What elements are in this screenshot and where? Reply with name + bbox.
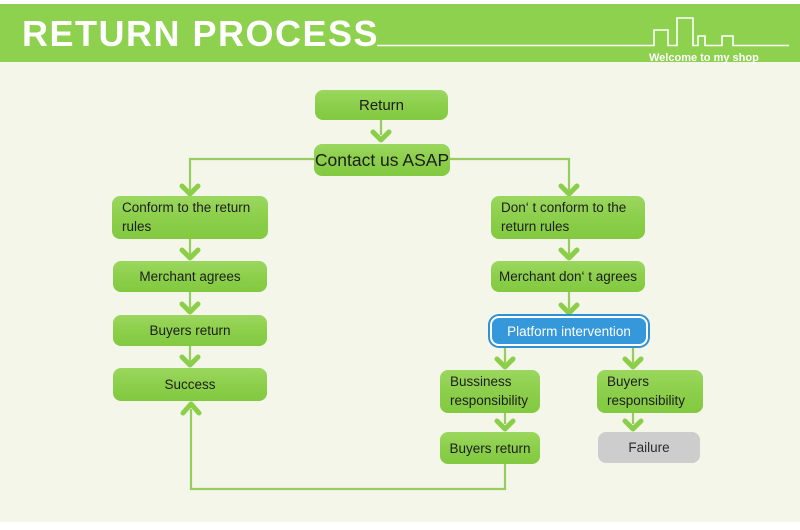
node-return[interactable]: Return: [315, 90, 448, 120]
node-dont-conform-rules[interactable]: Don‘ t conform to the return rules: [491, 196, 645, 239]
arrowhead-icon: [179, 183, 201, 197]
arrowhead-icon: [622, 356, 644, 370]
node-conform-rules[interactable]: Conform to the return rules: [112, 196, 268, 239]
node-label: Conform to the return rules: [122, 199, 251, 234]
node-label: Failure: [628, 440, 670, 455]
edge-lines: [188, 120, 635, 491]
arrowhead-icon: [179, 354, 201, 368]
city-skyline-icon: [377, 17, 789, 47]
arrowheads: [179, 129, 644, 432]
node-label: Don‘ t conform to the return rules: [501, 199, 627, 234]
arrowhead-icon: [370, 129, 392, 143]
node-merchant-agrees[interactable]: Merchant agrees: [113, 261, 267, 292]
arrowhead-icon: [558, 183, 580, 197]
node-bussiness-responsibility[interactable]: Bussiness responsibility: [440, 370, 540, 413]
edge-contact-conform: [188, 157, 314, 190]
node-success[interactable]: Success: [113, 368, 267, 401]
arrowhead-icon: [494, 356, 516, 370]
arrowhead-icon: [558, 302, 580, 316]
node-label: Success: [164, 377, 216, 392]
edge-buyersreturn-success-loop: [189, 409, 507, 491]
node-label: Merchant agrees: [139, 269, 241, 284]
node-buyers-return-right[interactable]: Buyers return: [440, 432, 540, 464]
node-label: Contact us ASAP: [314, 149, 450, 170]
edge-contact-dontconform: [450, 157, 571, 190]
node-label: Platform intervention: [507, 323, 631, 339]
node-buyers-return-left[interactable]: Buyers return: [113, 315, 267, 346]
arrowhead-icon: [622, 418, 644, 432]
arrowhead-icon: [179, 301, 201, 315]
page-title: RETURN PROCESS: [22, 13, 380, 54]
node-label: Buyers return: [149, 323, 231, 338]
node-label: Return: [358, 96, 405, 114]
arrowhead-icon: [494, 418, 516, 432]
node-label: Buyers responsibility: [607, 373, 686, 408]
arrowhead-icon: [179, 247, 201, 261]
arrowhead-icon: [180, 401, 202, 416]
node-label: Bussiness responsibility: [450, 373, 529, 408]
arrowhead-icon: [558, 247, 580, 261]
node-platform-intervention[interactable]: Platform intervention: [490, 316, 648, 346]
node-label: Merchant don‘ t agrees: [498, 269, 638, 284]
node-failure[interactable]: Failure: [598, 432, 700, 463]
node-merchant-dont-agree[interactable]: Merchant don‘ t agrees: [491, 261, 645, 292]
node-label: Buyers return: [449, 440, 531, 456]
header-bar: RETURN PROCESS Welcome to my shop: [0, 4, 800, 64]
node-contact-us-asap[interactable]: Contact us ASAP: [314, 144, 450, 176]
header-tagline: Welcome to my shop: [649, 52, 759, 64]
node-buyers-responsibility[interactable]: Buyers responsibility: [597, 370, 703, 413]
